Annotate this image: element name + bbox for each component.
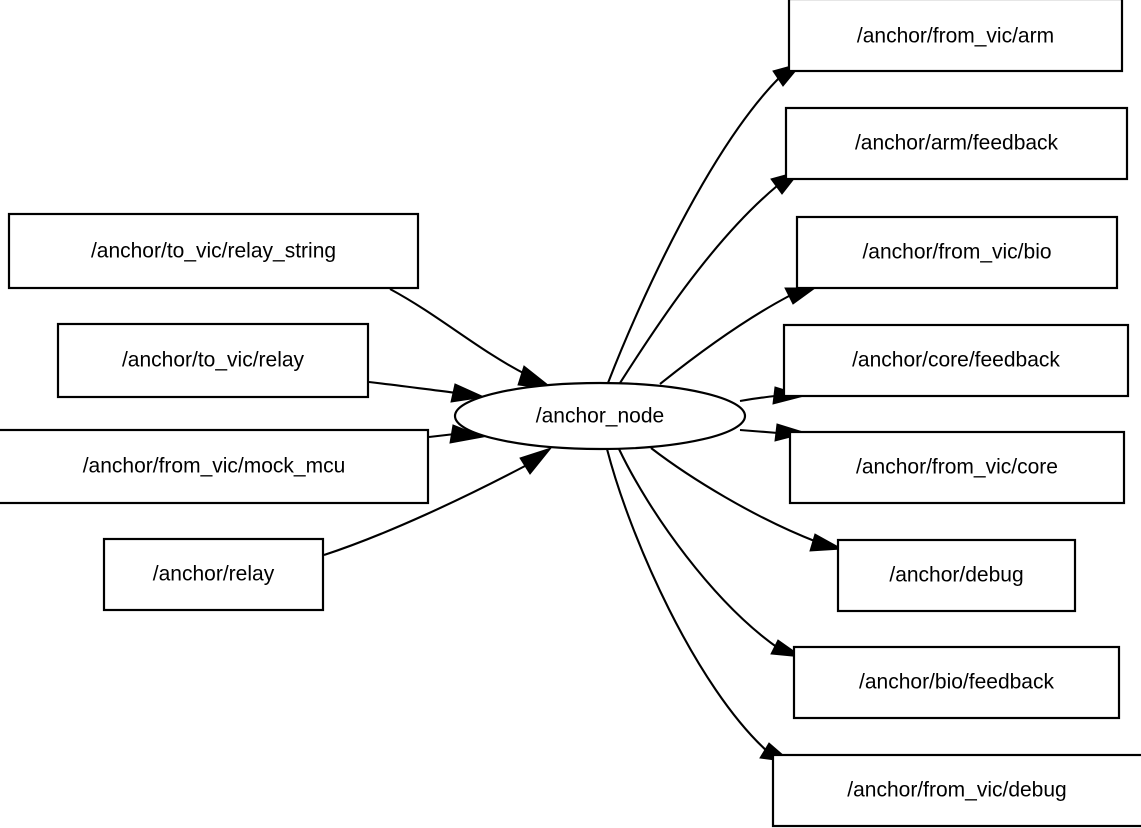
edge-path [323, 465, 526, 556]
edge-anchor-node-to-anchor-debug [650, 447, 844, 552]
topic-box-rect[interactable] [836, 538, 1077, 613]
arrowhead-icon [809, 533, 844, 552]
edge-group-incoming [323, 288, 555, 556]
topic-box-from-vic-bio[interactable]: /anchor/from_vic/bio [795, 215, 1119, 290]
topic-box-bio-feedback[interactable]: /anchor/bio/feedback [792, 645, 1121, 720]
arrowhead-icon [784, 287, 817, 305]
edge-path [619, 185, 778, 384]
topic-box-rect[interactable] [0, 428, 430, 505]
topic-box-rect[interactable] [56, 322, 370, 399]
edge-path [607, 77, 780, 384]
topic-box-rect[interactable] [782, 323, 1130, 398]
edge-path [739, 394, 777, 403]
edge-path [739, 428, 779, 435]
arrowhead-icon [450, 383, 486, 403]
topic-box-from-vic-debug[interactable]: /anchor/from_vic/debug [771, 753, 1141, 828]
edge-anchor-node-to-from-vic-arm [607, 62, 804, 384]
topic-box-rect[interactable] [7, 212, 420, 290]
edge-relay-string-to-anchor-node [389, 288, 555, 390]
edge-path [605, 448, 769, 753]
topic-box-rect[interactable] [102, 537, 325, 612]
topic-box-core-feedback[interactable]: /anchor/core/feedback [782, 323, 1130, 398]
edge-path [368, 380, 458, 395]
edge-path [389, 288, 528, 376]
topic-box-anchor-debug[interactable]: /anchor/debug [836, 538, 1077, 613]
edge-path [618, 448, 779, 649]
topic-box-rect[interactable] [787, 0, 1124, 73]
topic-box-rect[interactable] [784, 106, 1129, 181]
arrowhead-icon [519, 447, 553, 475]
topic-box-rect[interactable] [795, 215, 1119, 290]
topic-box-to-vic-relay[interactable]: /anchor/to_vic/relay [56, 322, 370, 399]
publisher-topic-group: /anchor/to_vic/relay_string /anchor/to_v… [0, 212, 430, 612]
edge-path [659, 295, 790, 385]
topic-box-rect[interactable] [771, 753, 1141, 828]
edge-anchor-relay-to-anchor-node [323, 447, 553, 556]
edge-anchor-node-to-from-vic-debug [605, 448, 793, 763]
topic-box-rect[interactable] [788, 430, 1126, 505]
topic-box-to-vic-relay-string[interactable]: /anchor/to_vic/relay_string [7, 212, 420, 290]
topic-box-from-vic-core[interactable]: /anchor/from_vic/core [788, 430, 1126, 505]
center-node-anchor-node[interactable]: /anchor_node [453, 381, 747, 451]
topic-box-from-vic-arm[interactable]: /anchor/from_vic/arm [787, 0, 1124, 73]
edge-anchor-node-to-arm-feedback [619, 170, 802, 384]
topic-box-from-vic-mock-mcu[interactable]: /anchor/from_vic/mock_mcu [0, 428, 430, 505]
edge-relay-to-anchor-node [368, 380, 486, 403]
edge-path [650, 447, 818, 543]
subscriber-topic-group: /anchor/from_vic/arm /anchor/arm/feedbac… [771, 0, 1141, 828]
topic-box-arm-feedback[interactable]: /anchor/arm/feedback [784, 106, 1129, 181]
edge-anchor-node-to-bio-feedback [618, 448, 804, 658]
center-node-ellipse[interactable] [453, 381, 747, 451]
topic-box-anchor-relay[interactable]: /anchor/relay [102, 537, 325, 612]
topic-box-rect[interactable] [792, 645, 1121, 720]
